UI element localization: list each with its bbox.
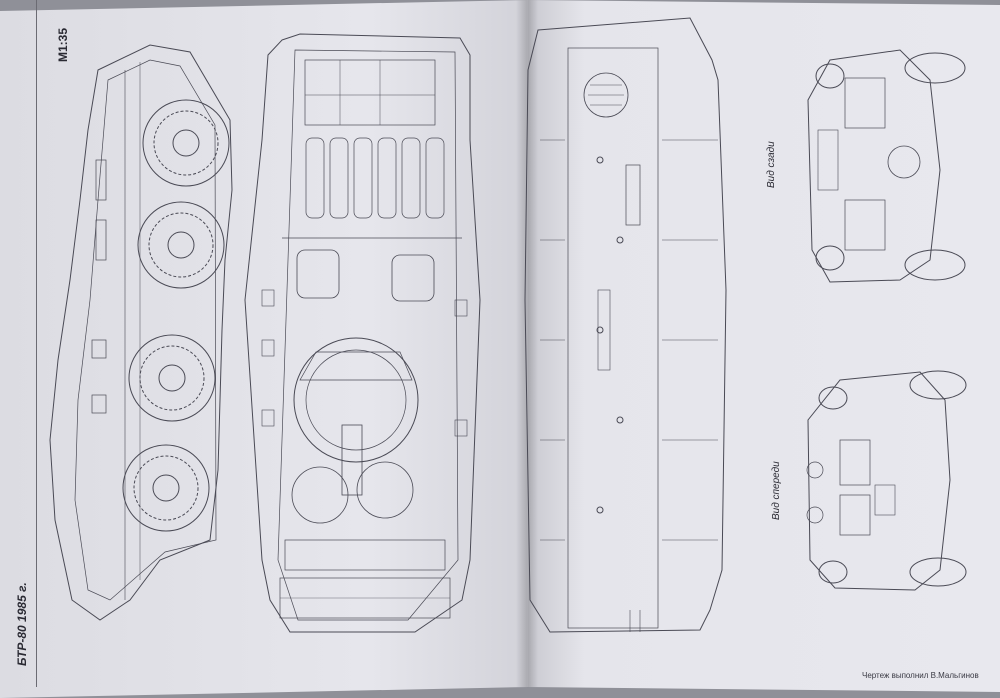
wheel-3 [128, 334, 216, 422]
author-credit: Чертеж выполнил В.Мальгинов [862, 671, 979, 680]
vehicle-caption: БТР-80 1985 г. [15, 582, 29, 666]
rear-view-label: Вид сзади [766, 141, 777, 188]
top-view-drawing [244, 33, 481, 633]
page-frame-line [36, 0, 37, 687]
side-view-drawing [49, 44, 233, 621]
wheel-4 [122, 444, 210, 532]
engine-grille [305, 137, 445, 219]
front-view-drawing [806, 370, 967, 591]
turret [293, 337, 419, 496]
book-gutter [516, 0, 538, 687]
front-view-label: Вид спереди [771, 461, 782, 520]
rear-view-drawing [807, 49, 966, 283]
wheel-2 [137, 201, 225, 289]
bottom-view-drawing [524, 17, 727, 633]
wheel-1 [142, 99, 230, 187]
scale-label: M1:35 [56, 27, 70, 62]
